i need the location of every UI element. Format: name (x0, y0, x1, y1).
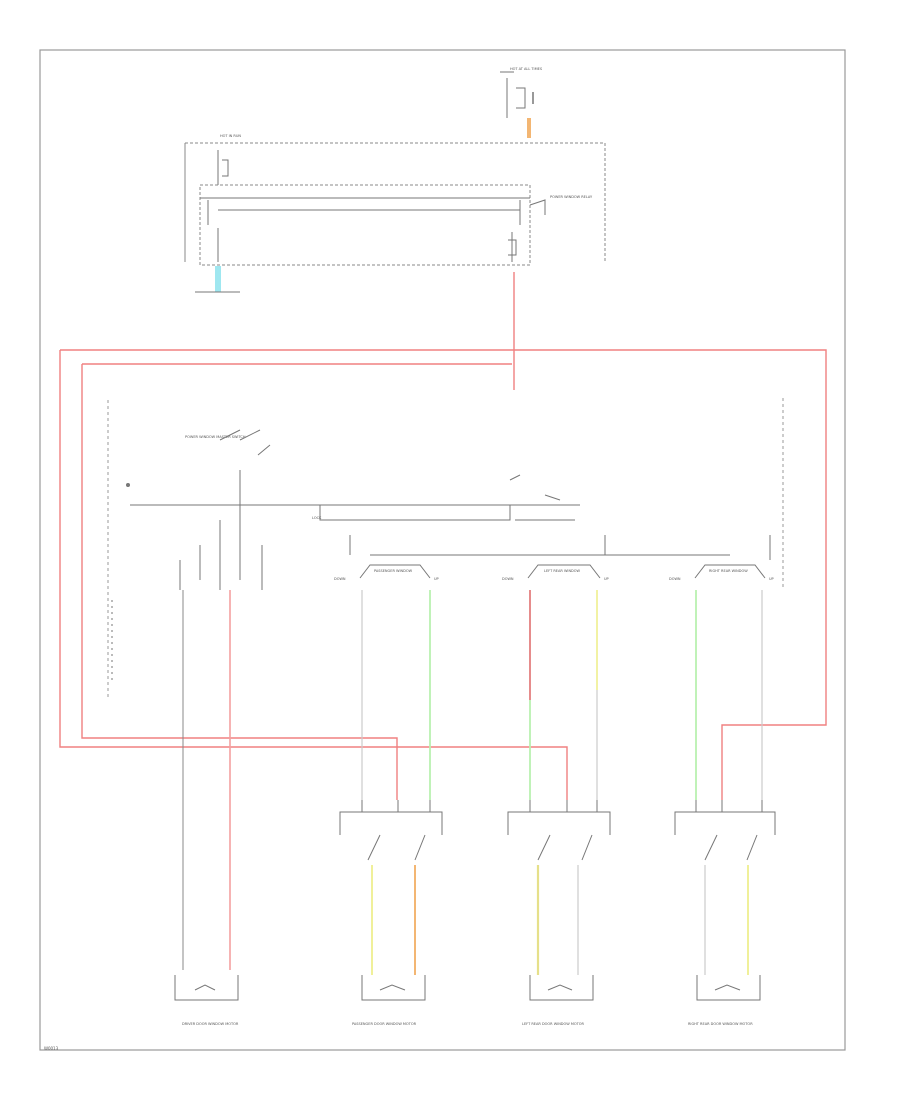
master-switch-label: POWER WINDOW MASTER SWITCH (185, 435, 246, 439)
red-loop-inner (81, 363, 512, 800)
motor-driver: DRIVER DOOR WINDOW MOTOR (174, 975, 239, 1026)
door-switch-left-rear (507, 800, 611, 861)
svg-text:PASSENGER WINDOW: PASSENGER WINDOW (374, 569, 413, 573)
relay-label: POWER WINDOW RELAY (550, 195, 593, 199)
door-switch-passenger (339, 800, 443, 861)
page-code: W0013 (44, 1046, 59, 1051)
top-fuse-label: HOT AT ALL TIMES (510, 67, 543, 71)
top-fuse-block: HOT AT ALL TIMES (500, 67, 543, 138)
motor-right-rear: RIGHT REAR DOOR WINDOW MOTOR (688, 975, 761, 1026)
svg-text:UP: UP (434, 577, 439, 581)
svg-text:DOWN: DOWN (669, 577, 681, 581)
svg-text:RIGHT REAR WINDOW: RIGHT REAR WINDOW (709, 569, 748, 573)
master-switch: POWER WINDOW MASTER SWITCH LOCK (107, 400, 771, 700)
motor-left-rear: LEFT REAR DOOR WINDOW MOTOR (522, 975, 594, 1026)
svg-text:UP: UP (604, 577, 609, 581)
svg-text:LEFT REAR WINDOW: LEFT REAR WINDOW (544, 569, 581, 573)
motor-passenger: PASSENGER DOOR WINDOW MOTOR (352, 975, 426, 1026)
sub-switch-left-rear: LEFT REAR WINDOW DOWN UP (502, 564, 609, 581)
sub-switch-passenger: PASSENGER WINDOW DOWN UP (334, 564, 439, 581)
svg-text:DRIVER DOOR WINDOW MOTOR: DRIVER DOOR WINDOW MOTOR (182, 1022, 239, 1026)
left-fuse-label: HOT IN RUN (220, 134, 241, 138)
svg-text:UP: UP (769, 577, 774, 581)
svg-text:RIGHT REAR DOOR WINDOW MOTOR: RIGHT REAR DOOR WINDOW MOTOR (688, 1022, 753, 1026)
svg-text:LEFT REAR DOOR WINDOW MOTOR: LEFT REAR DOOR WINDOW MOTOR (522, 1022, 584, 1026)
svg-text:PASSENGER DOOR WINDOW MOTOR: PASSENGER DOOR WINDOW MOTOR (352, 1022, 417, 1026)
svg-text:DOWN: DOWN (502, 577, 514, 581)
svg-text:DOWN: DOWN (334, 577, 346, 581)
left-fuse-block: HOT IN RUN (217, 134, 241, 185)
power-window-relay: POWER WINDOW RELAY (199, 184, 593, 266)
red-loop-outer (60, 349, 827, 800)
door-switch-right-rear (674, 800, 776, 861)
sub-switch-right-rear: RIGHT REAR WINDOW DOWN UP (669, 564, 774, 581)
lockout-label: LOCK (312, 516, 322, 520)
orange-feed-wire (527, 118, 531, 138)
top-bus-wire (185, 142, 606, 262)
lightblue-ground-wire (215, 266, 221, 292)
diagram-frame (39, 49, 846, 1051)
